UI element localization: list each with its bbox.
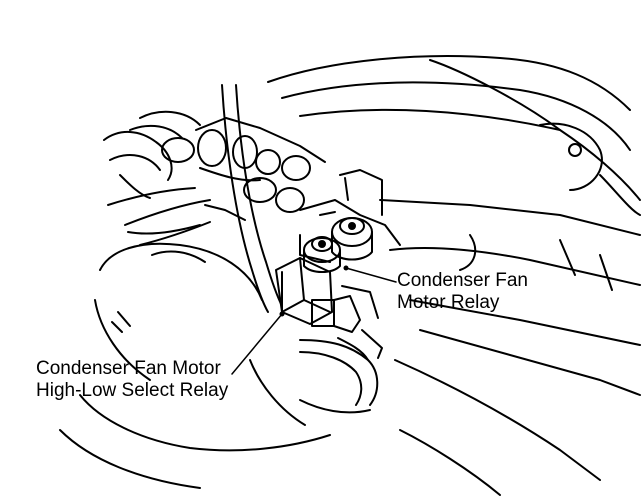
relay-bracket xyxy=(299,169,401,263)
left-hose-assembly xyxy=(103,110,326,246)
body-panel-outline xyxy=(267,55,641,216)
fan-shroud-outline xyxy=(59,242,331,489)
condenser-fan-motor-relay-drawing xyxy=(303,217,373,273)
callout-line: Motor Relay xyxy=(397,292,500,313)
lower-hose xyxy=(299,339,379,414)
callout-condenser-fan-motor-relay: Condenser Fan Motor Relay xyxy=(397,270,528,314)
callout-line: High-Low Select Relay xyxy=(36,380,229,401)
leader-line-fan-motor-relay xyxy=(345,267,397,283)
leader-lines xyxy=(231,267,397,375)
leader-tip-fan-motor-relay xyxy=(343,265,349,271)
leader-tip-select-relay xyxy=(279,311,285,317)
callout-line: Condenser Fan Motor xyxy=(36,358,221,379)
callout-high-low-select-relay: Condenser Fan Motor High-Low Select Rela… xyxy=(36,358,228,402)
callout-line: Condenser Fan xyxy=(397,270,528,291)
leader-line-select-relay xyxy=(231,313,283,375)
inner-fender-outline xyxy=(379,199,641,496)
